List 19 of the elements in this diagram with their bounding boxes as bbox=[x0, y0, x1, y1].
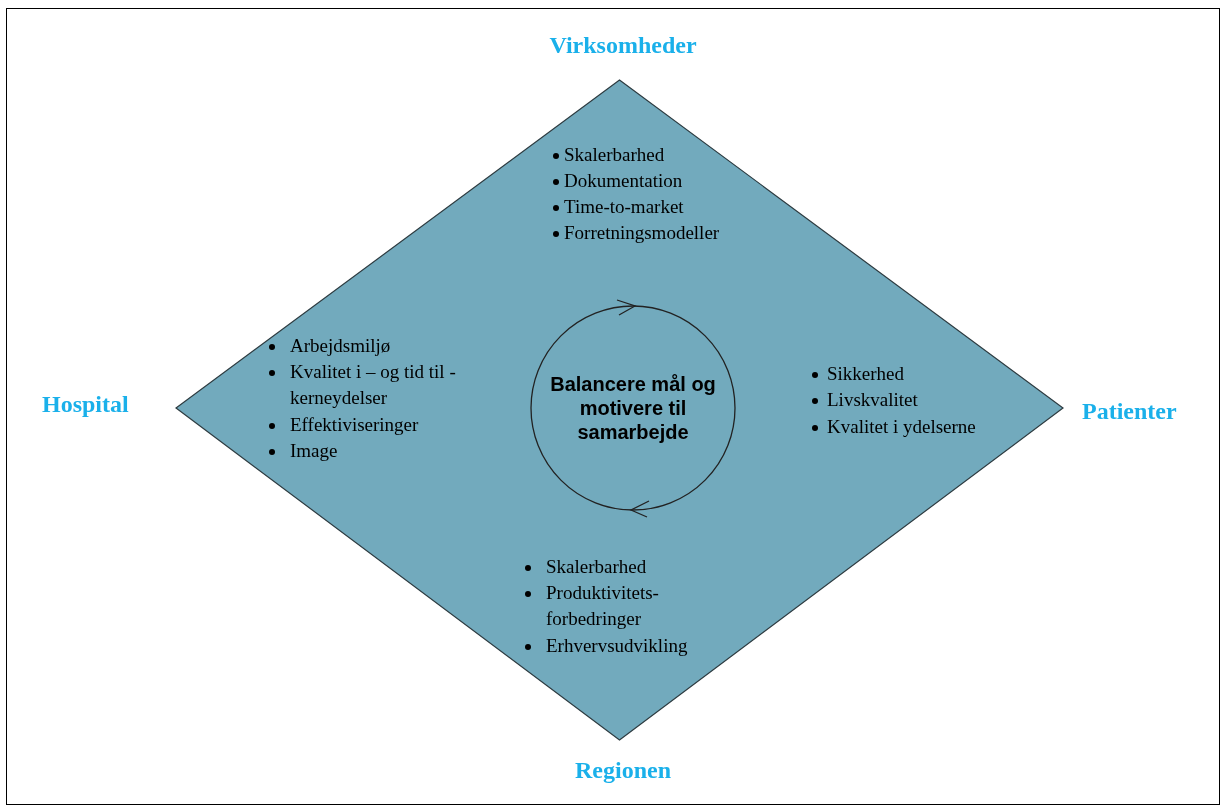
list-item: Sikkerhed bbox=[827, 362, 905, 386]
list-item: Livskvalitet bbox=[827, 388, 918, 412]
list-item: Arbejdsmiljø bbox=[290, 334, 391, 358]
corner-heading: Patienter bbox=[1082, 398, 1177, 425]
list-item: Dokumentation bbox=[564, 169, 683, 193]
list-item: Kvalitet i – og tid til - kerneydelser bbox=[290, 360, 457, 410]
list-item: Effektiviseringer bbox=[290, 413, 419, 437]
list-item: Forretningsmodeller bbox=[564, 221, 720, 245]
list-item: Kvalitet i ydelserne bbox=[827, 415, 976, 439]
list-item: Produktivitets- forbedringer bbox=[546, 581, 660, 631]
list-item: Image bbox=[290, 439, 338, 463]
corner-heading: Hospital bbox=[42, 391, 129, 418]
list-item: Skalerbarhed bbox=[564, 143, 665, 167]
list-item: Skalerbarhed bbox=[546, 555, 647, 579]
list-item: Time-to-market bbox=[564, 195, 684, 219]
center-text: Balancere mål og motivere til samarbejde bbox=[549, 372, 717, 444]
list-item: Erhvervsudvikling bbox=[546, 634, 688, 658]
corner-heading: Virksomheder bbox=[549, 32, 697, 59]
corner-heading: Regionen bbox=[575, 757, 671, 784]
